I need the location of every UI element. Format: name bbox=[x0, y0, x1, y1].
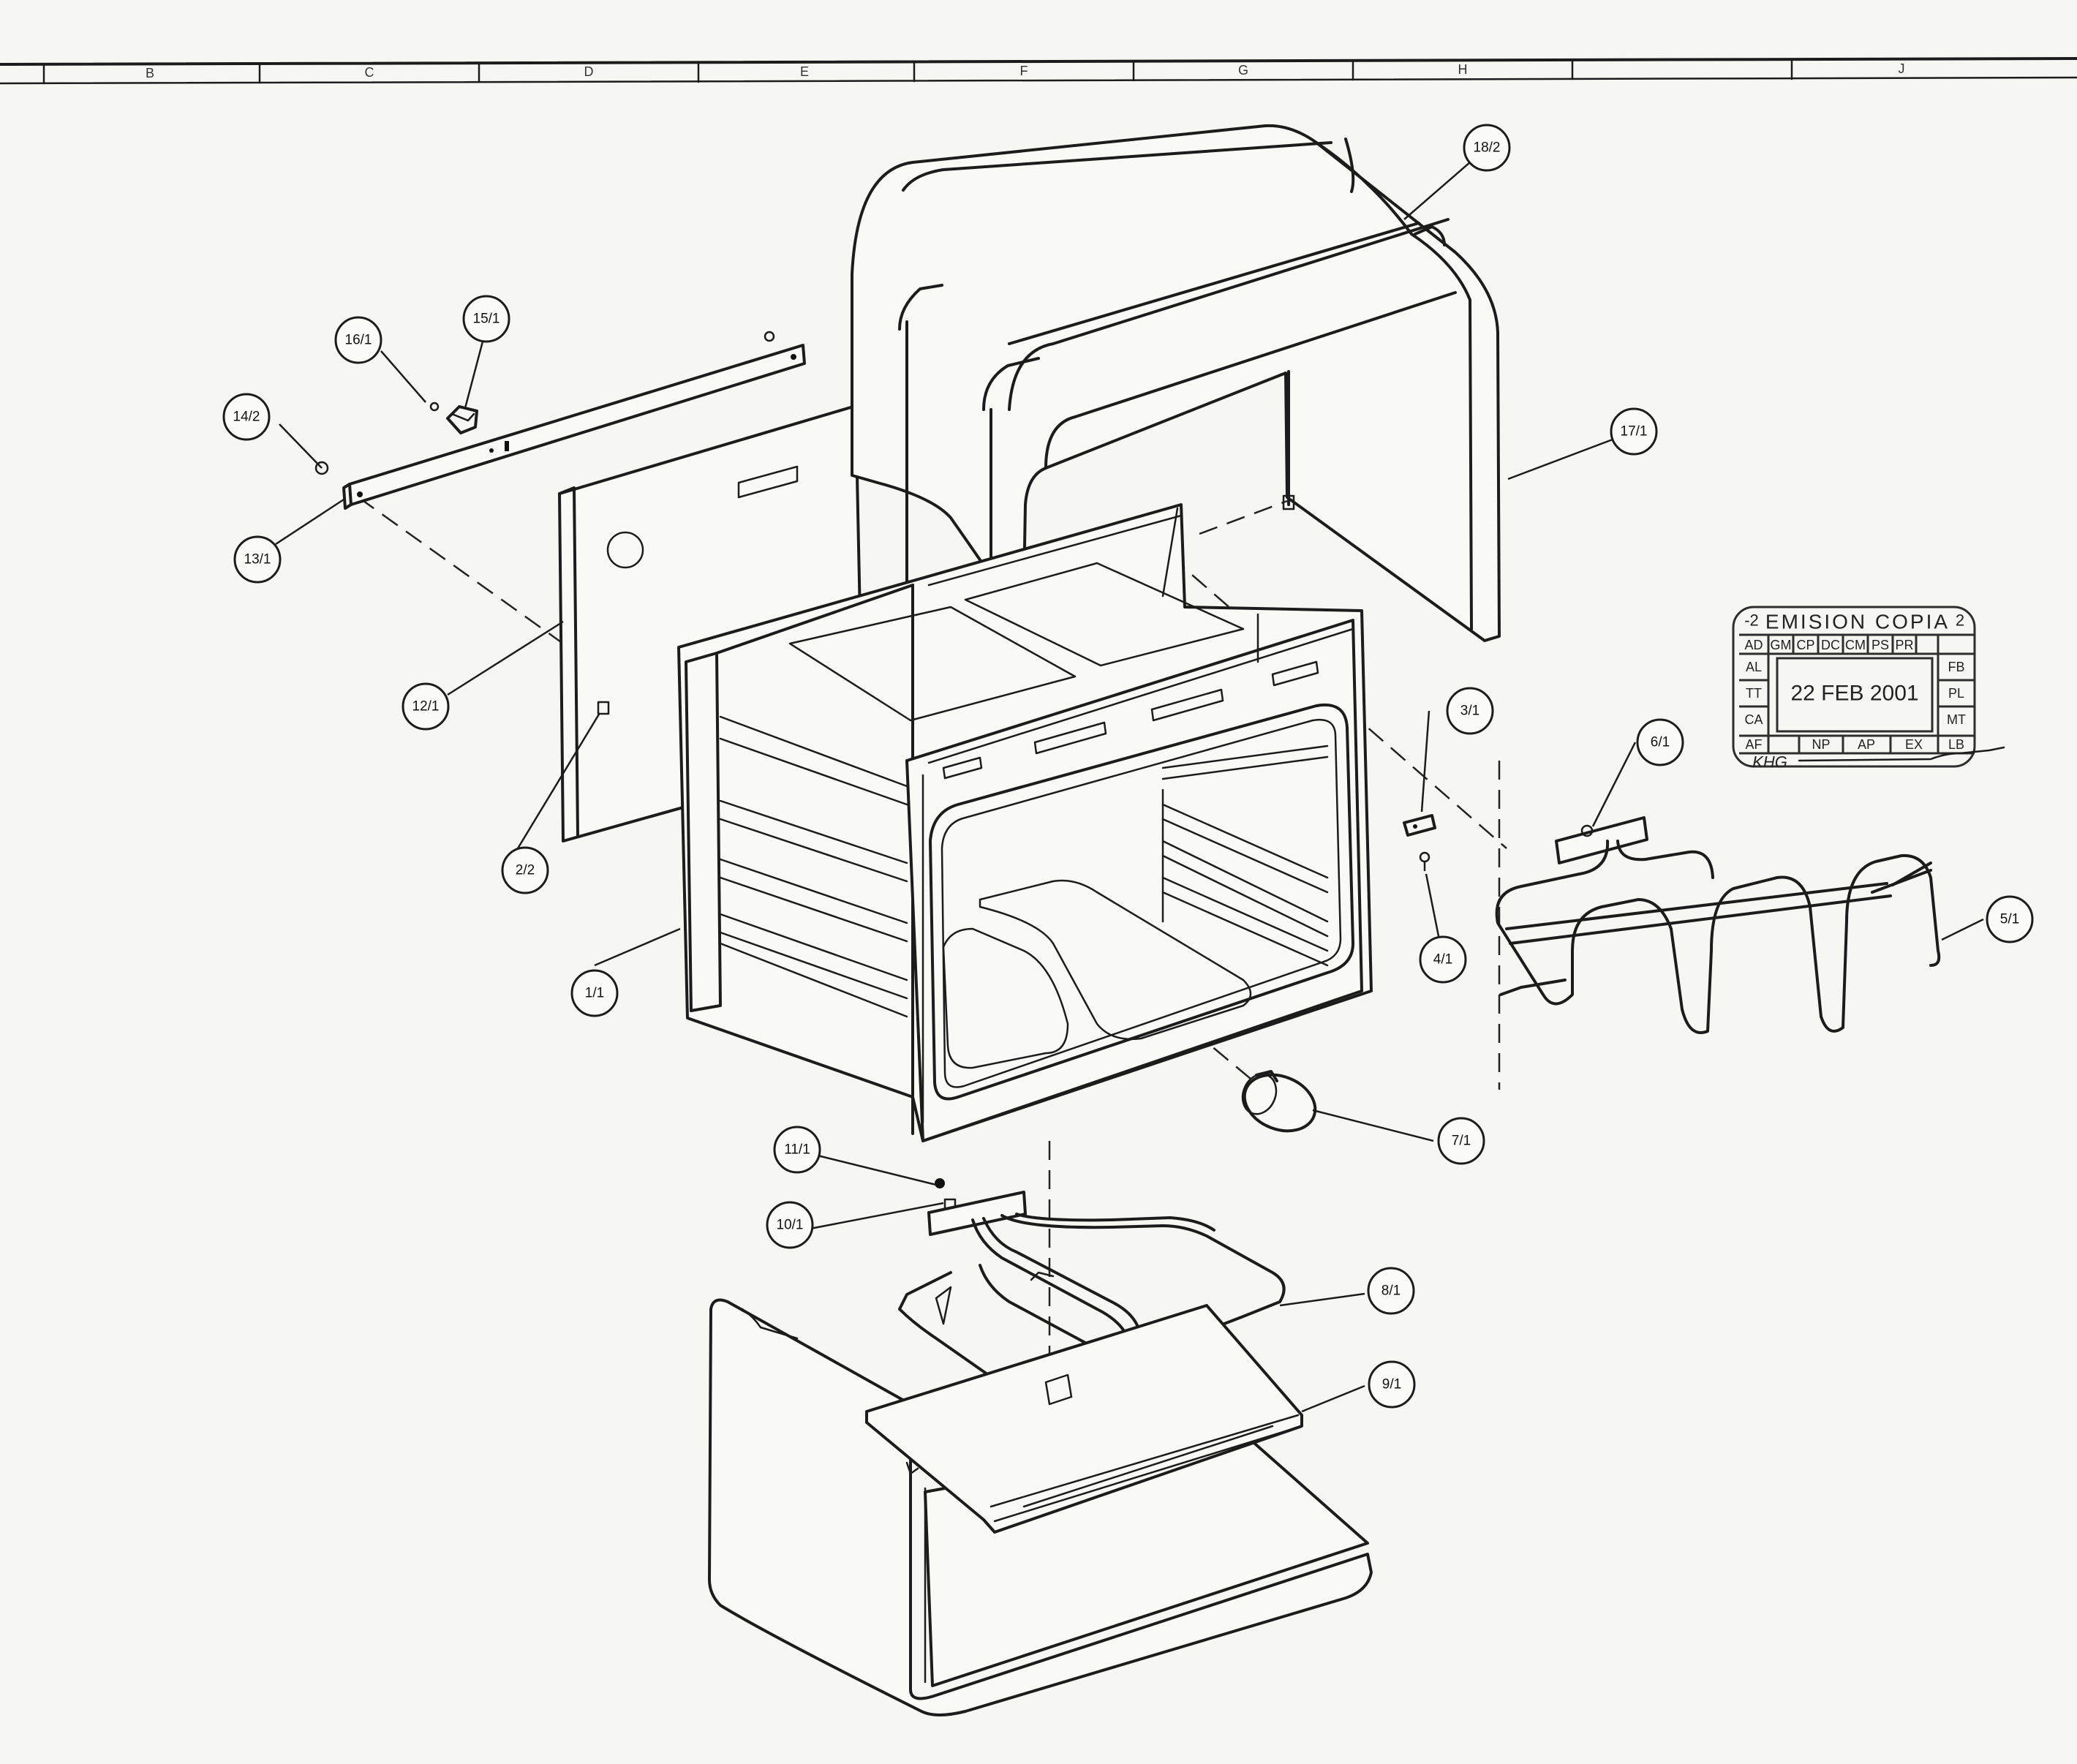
callout-bubble-12-1: 12/1 bbox=[402, 682, 450, 731]
callout-label: 2/2 bbox=[516, 863, 535, 878]
clip-right-part bbox=[1403, 814, 1436, 872]
callout-label: 18/2 bbox=[1474, 140, 1501, 156]
oven-lamp-part bbox=[1241, 1070, 1317, 1133]
stamp-code: NP bbox=[1812, 737, 1830, 752]
callout-bubble-10-1: 10/1 bbox=[766, 1201, 814, 1249]
callout-label: 14/2 bbox=[233, 410, 260, 425]
callout-label: 12/1 bbox=[412, 699, 440, 715]
stamp-code: PR bbox=[1895, 638, 1913, 652]
callout-bubble-9-1: 9/1 bbox=[1368, 1360, 1416, 1409]
callout-label: 6/1 bbox=[1651, 735, 1670, 750]
stamp-date: 22 FEB 2001 bbox=[1790, 682, 1918, 706]
callout-bubble-17-1: 17/1 bbox=[1610, 407, 1658, 456]
clip-part bbox=[429, 402, 478, 434]
callout-label: 13/1 bbox=[244, 552, 271, 568]
callout-label: 9/1 bbox=[1382, 1377, 1401, 1392]
zone-label: J bbox=[1899, 61, 1905, 76]
stamp-code: LB bbox=[1948, 737, 1964, 752]
drawing-frame-top: B C D E F G H J bbox=[0, 57, 2077, 85]
stamp-code: EX bbox=[1905, 737, 1923, 752]
oven-cavity-part bbox=[677, 503, 1373, 1142]
callout-label: 3/1 bbox=[1460, 704, 1479, 719]
zone-label: D bbox=[584, 64, 594, 79]
callout-bubble-14-2: 14/2 bbox=[222, 393, 271, 441]
callout-label: 15/1 bbox=[473, 312, 500, 327]
stamp-code: PS bbox=[1871, 638, 1889, 652]
callout-label: 1/1 bbox=[585, 986, 604, 1001]
callout-label: 10/1 bbox=[777, 1218, 804, 1233]
stamp-code: CM bbox=[1845, 638, 1866, 652]
callout-bubble-8-1: 8/1 bbox=[1367, 1267, 1415, 1315]
stamp-code: PL bbox=[1948, 686, 1964, 701]
callout-label: 11/1 bbox=[784, 1142, 810, 1158]
zone-label: H bbox=[1458, 62, 1468, 77]
stamp-code: AP bbox=[1858, 737, 1875, 752]
callout-label: 16/1 bbox=[345, 333, 372, 348]
zone-label: E bbox=[800, 64, 809, 79]
stamp-code: AF bbox=[1745, 737, 1762, 752]
stamp-code: CA bbox=[1744, 712, 1763, 727]
callout-bubble-3-1: 3/1 bbox=[1446, 687, 1494, 735]
stamp-code: GM bbox=[1771, 638, 1792, 652]
stamp-code: AL bbox=[1746, 660, 1762, 674]
stamp-code: AD bbox=[1744, 638, 1763, 652]
callout-bubble-6-1: 6/1 bbox=[1636, 718, 1684, 766]
stamp-code: MT bbox=[1947, 712, 1966, 727]
callout-bubble-1-1: 1/1 bbox=[570, 969, 619, 1017]
zone-label: B bbox=[146, 66, 154, 80]
callout-bubble-18-2: 18/2 bbox=[1463, 124, 1511, 172]
callout-label: 8/1 bbox=[1381, 1284, 1401, 1299]
callout-bubble-4-1: 4/1 bbox=[1419, 935, 1467, 984]
top-rail-bracket-part bbox=[314, 331, 806, 510]
outer-shell-part bbox=[851, 124, 1501, 674]
stamp-code: TT bbox=[1746, 686, 1762, 701]
stamp-top-mark-right: 2 bbox=[1956, 611, 1964, 630]
callout-label: 5/1 bbox=[2000, 912, 2019, 927]
zone-label: F bbox=[1020, 64, 1028, 78]
callout-label: 4/1 bbox=[1433, 952, 1452, 968]
callout-bubble-15-1: 15/1 bbox=[462, 295, 510, 343]
stamp-code: FB bbox=[1948, 660, 1964, 674]
stamp-title: EMISION COPIA bbox=[1765, 611, 1950, 633]
zone-label: G bbox=[1238, 63, 1248, 78]
grill-element-part bbox=[1495, 816, 1941, 1034]
callout-bubble-2-2: 2/2 bbox=[501, 846, 549, 894]
stamp-signature: KHG bbox=[1752, 753, 1787, 772]
callout-label: 17/1 bbox=[1621, 424, 1648, 440]
callout-bubble-11-1: 11/1 bbox=[773, 1126, 821, 1174]
copy-issue-stamp: -2 EMISION COPIA 2 AD GM CP DC CM PS PR … bbox=[1732, 606, 2005, 772]
bottom-panel-part bbox=[708, 1271, 1373, 1716]
stamp-top-mark-left: -2 bbox=[1744, 611, 1759, 630]
callout-bubble-16-1: 16/1 bbox=[334, 316, 382, 364]
callout-label: 7/1 bbox=[1452, 1134, 1471, 1149]
stamp-code: CP bbox=[1796, 638, 1814, 652]
stamp-code: DC bbox=[1821, 638, 1840, 652]
callout-bubble-7-1: 7/1 bbox=[1437, 1117, 1485, 1165]
zone-label: C bbox=[365, 65, 374, 80]
callout-bubble-13-1: 13/1 bbox=[233, 535, 282, 584]
callout-bubble-5-1: 5/1 bbox=[1986, 895, 2034, 943]
